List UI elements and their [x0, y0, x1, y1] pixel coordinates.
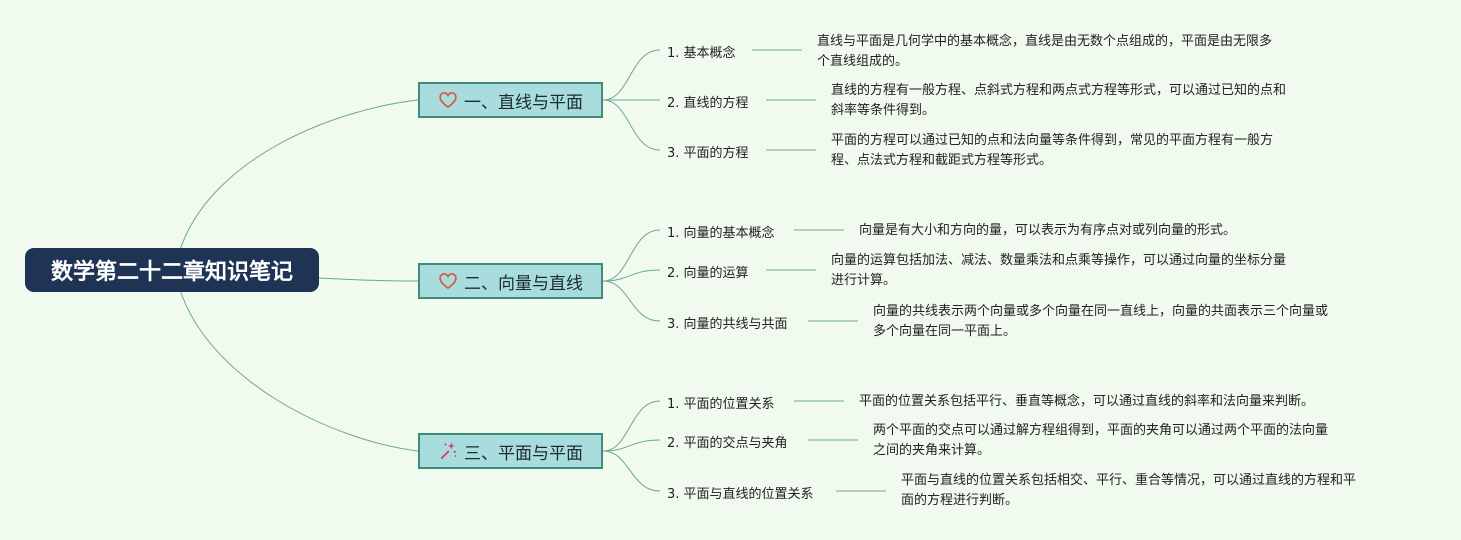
- branch-topic-1[interactable]: 一、直线与平面: [418, 82, 603, 118]
- branch-2-sub-3-link: [602, 280, 661, 322]
- subtopic-1-1[interactable]: 1. 基本概念: [667, 46, 736, 61]
- subtopic-1-2[interactable]: 2. 直线的方程: [667, 96, 749, 111]
- branch-topic-2[interactable]: 二、向量与直线: [418, 263, 603, 299]
- leaf-description-3-2[interactable]: 两个平面的交点可以通过解方程组得到，平面的夹角可以通过两个平面的法向量 之间的夹…: [873, 423, 1329, 458]
- heart-icon: [438, 271, 458, 291]
- subtopic-3-2[interactable]: 2. 平面的交点与夹角: [667, 436, 788, 451]
- branch-3-sub-3-link: [602, 450, 661, 492]
- magic-wand-sparkle-icon: [438, 441, 458, 461]
- leaf-description-2-3[interactable]: 向量的共线表示两个向量或多个向量在同一直线上，向量的共面表示三个向量或 多个向量…: [873, 304, 1329, 339]
- root-to-branch-3-link: [179, 289, 419, 452]
- leaf-description-3-1[interactable]: 平面的位置关系包括平行、垂直等概念，可以通过直线的斜率和法向量来判断。: [859, 394, 1315, 409]
- branch-1-sub-1-link: [602, 49, 661, 101]
- root-to-branch-1-link: [179, 99, 419, 251]
- branch-title: 三、平面与平面: [464, 443, 583, 464]
- leaf-description-1-3[interactable]: 平面的方程可以通过已知的点和法向量等条件得到，常见的平面方程有一般方 程、点法式…: [831, 133, 1274, 168]
- subtopic-3-1[interactable]: 1. 平面的位置关系: [667, 397, 775, 412]
- subtopic-2-3[interactable]: 3. 向量的共线与共面: [667, 317, 788, 332]
- leaf-description-3-3[interactable]: 平面与直线的位置关系包括相交、平行、重合等情况，可以通过直线的方程和平 面的方程…: [901, 473, 1357, 508]
- root-to-branch-2-link: [318, 277, 419, 282]
- branch-1-sub-3-link: [602, 99, 661, 151]
- branch-2-sub-1-link: [602, 229, 661, 282]
- leaf-description-1-2[interactable]: 直线的方程有一般方程、点斜式方程和两点式方程等形式，可以通过已知的点和 斜率等条…: [831, 83, 1287, 118]
- leaf-description-1-1[interactable]: 直线与平面是几何学中的基本概念，直线是由无数个点组成的，平面是由无限多 个直线组…: [817, 34, 1273, 69]
- leaf-description-2-2[interactable]: 向量的运算包括加法、减法、数量乘法和点乘等操作，可以通过向量的坐标分量 进行计算…: [831, 253, 1287, 288]
- branch-2-sub-2-link: [602, 269, 661, 282]
- heart-icon: [438, 90, 458, 110]
- branch-title: 一、直线与平面: [464, 92, 583, 113]
- subtopic-3-3[interactable]: 3. 平面与直线的位置关系: [667, 487, 814, 502]
- branch-3-sub-2-link: [602, 439, 661, 452]
- branch-title: 二、向量与直线: [464, 273, 583, 294]
- subtopic-2-1[interactable]: 1. 向量的基本概念: [667, 226, 775, 241]
- leaf-description-2-1[interactable]: 向量是有大小和方向的量，可以表示为有序点对或列向量的形式。: [859, 223, 1237, 238]
- subtopic-1-3[interactable]: 3. 平面的方程: [667, 146, 749, 161]
- branch-3-sub-1-link: [602, 400, 661, 452]
- subtopic-2-2[interactable]: 2. 向量的运算: [667, 266, 749, 281]
- branch-topic-3[interactable]: 三、平面与平面: [418, 433, 603, 469]
- root-topic[interactable]: 数学第二十二章知识笔记: [25, 248, 319, 292]
